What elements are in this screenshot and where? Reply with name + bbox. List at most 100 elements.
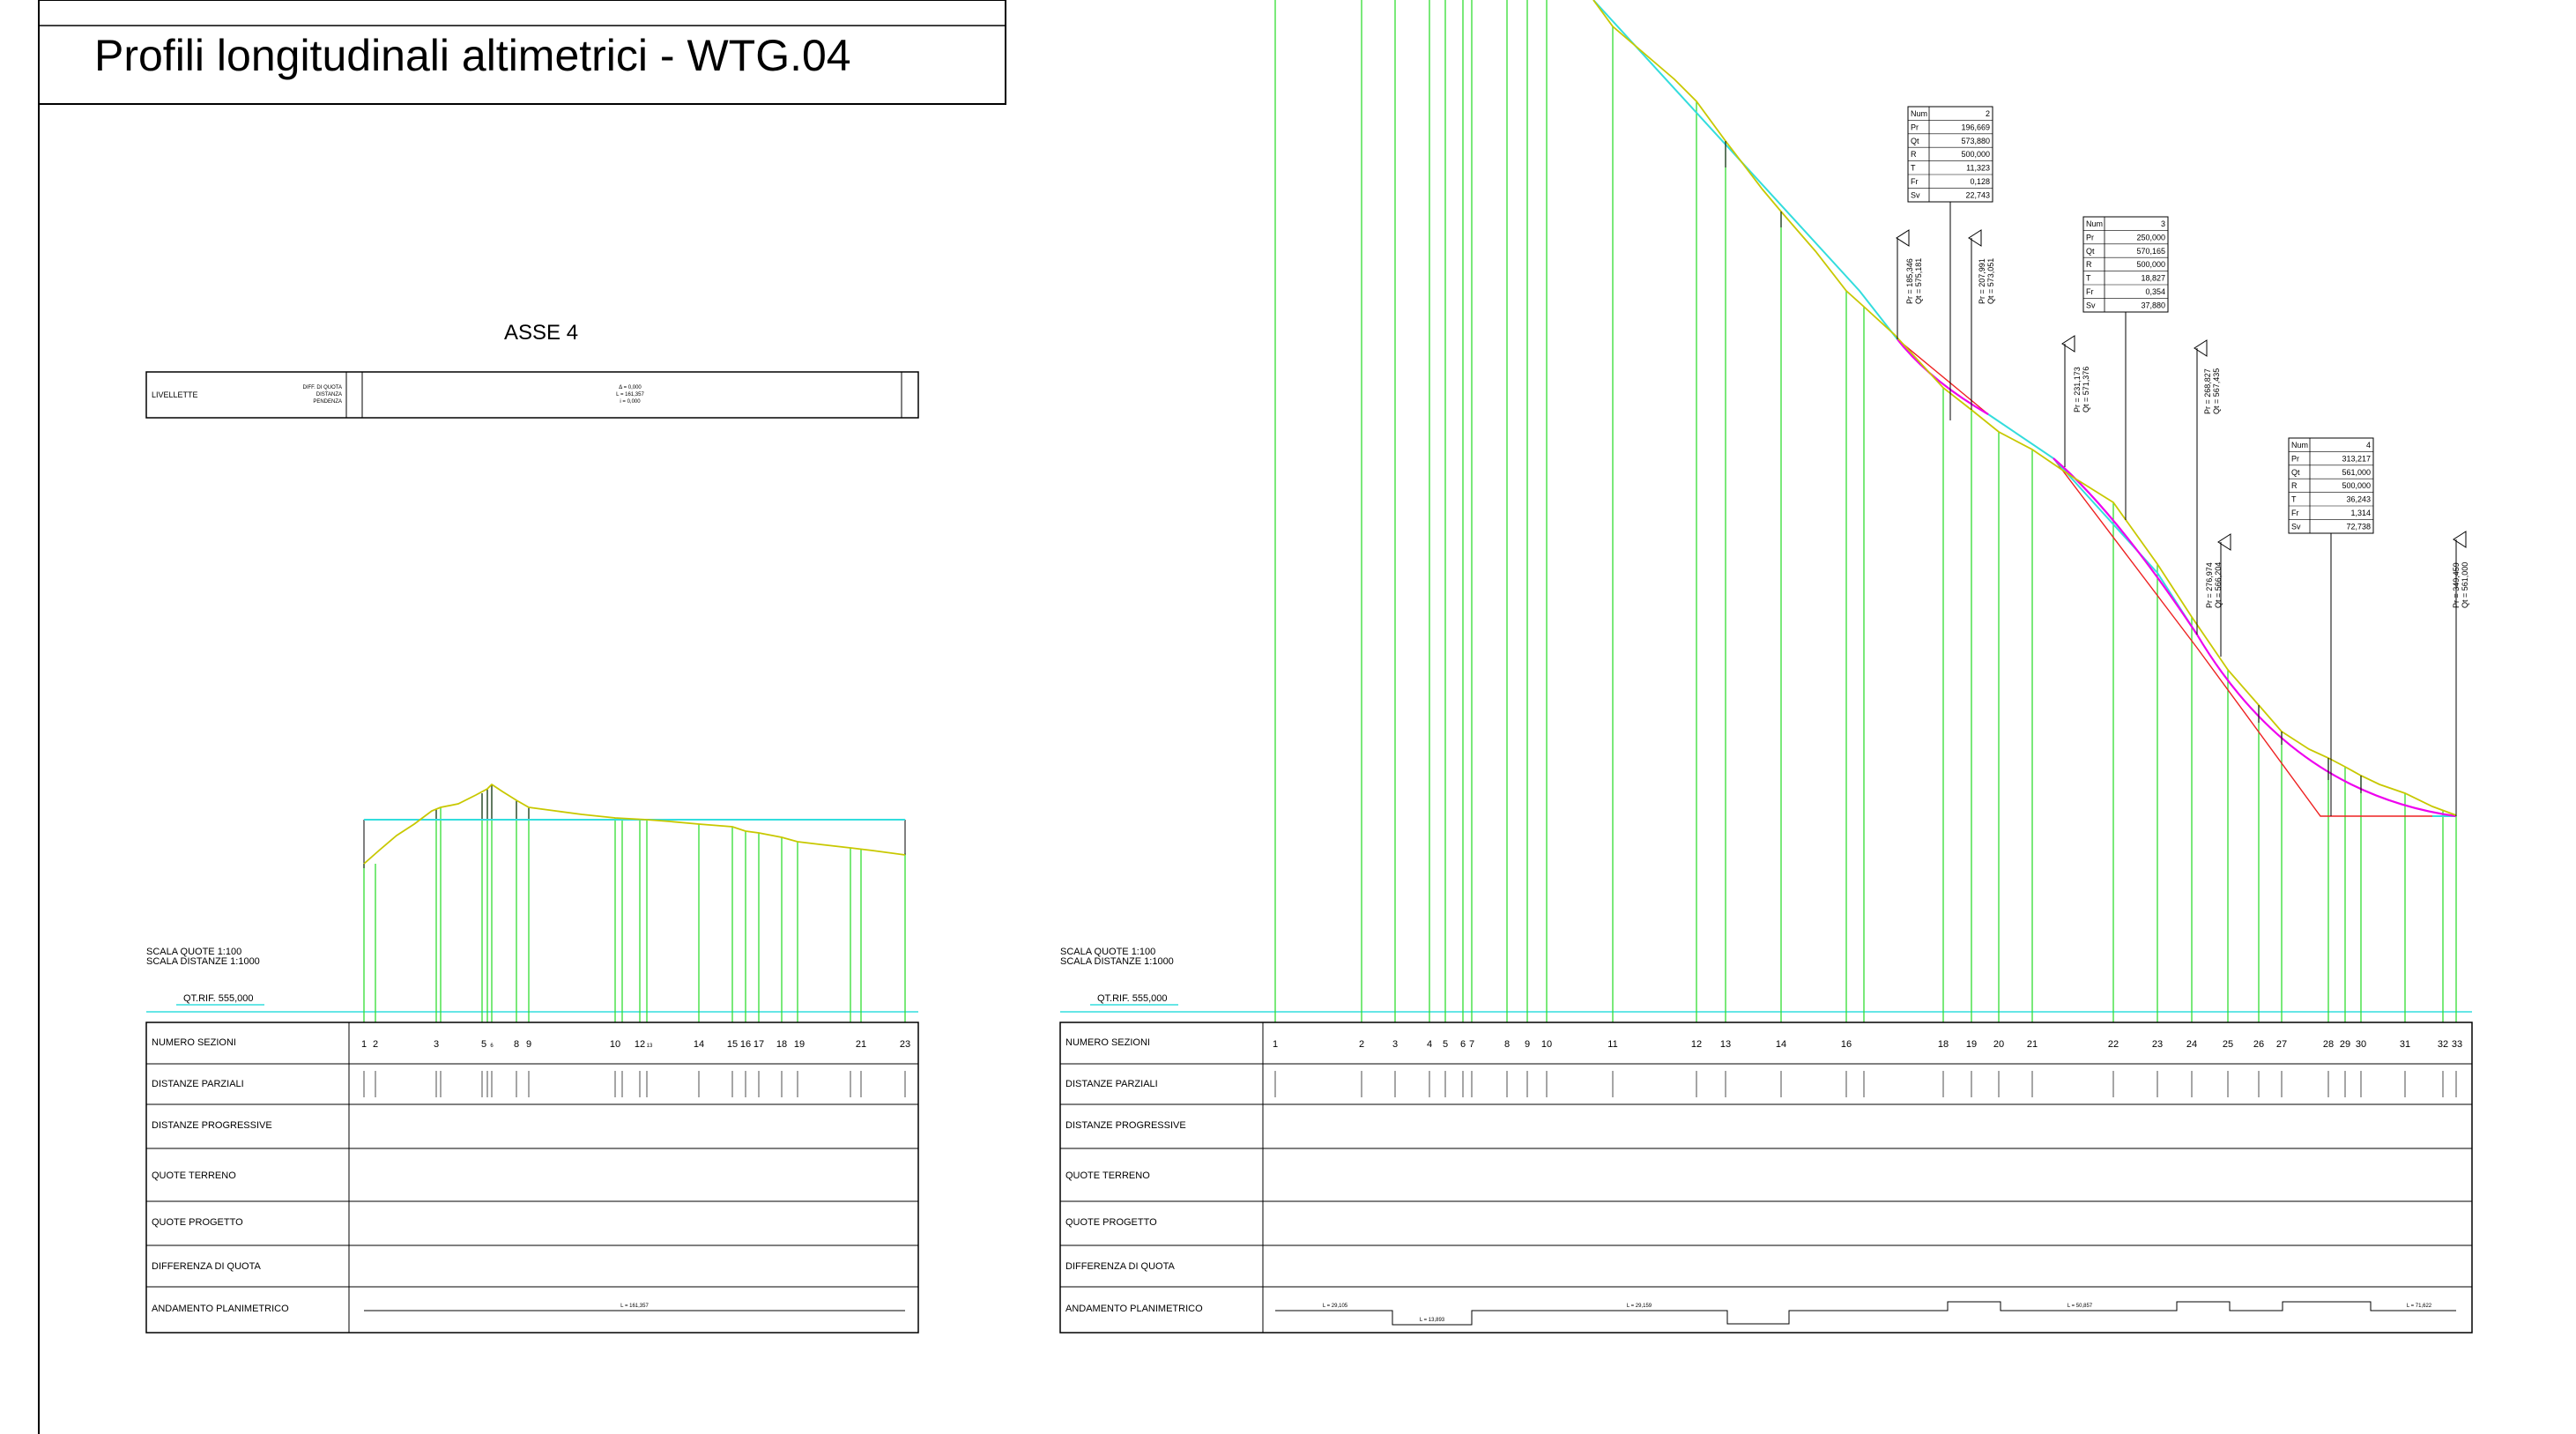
right-sec-10: 10 [1541,1039,1552,1050]
left-sec-13: 13 [647,1044,653,1049]
ct3-v3: 500,000 [2136,260,2165,269]
right-sec-8: 8 [1504,1039,1510,1050]
right-sec-25: 25 [2223,1039,2233,1050]
ct4-k6: Sv [2291,522,2301,531]
left-section-lines [363,784,906,1022]
left-livellette-sub-1: DISTANZA [316,392,342,398]
vertex-3-qt: Qt = 571,376 [2082,367,2090,412]
right-sec-3: 3 [1392,1039,1398,1050]
ct2-v5: 0,128 [1970,177,1990,186]
ct2-v4: 11,323 [1966,164,1990,173]
ct4-v0: 4 [2366,441,2371,450]
ct4-k5: Fr [2291,509,2299,517]
right-sec-27: 27 [2276,1039,2287,1050]
ct2-v6: 22,743 [1965,190,1990,199]
ct3-k1: Pr [2086,233,2094,241]
ct3-k0: Num [2086,219,2103,228]
right-planimetric-l-0: L = 29,105 [1323,1304,1348,1309]
ct4-k3: R [2291,481,2298,490]
vertex-2-pr: Pr = 207,991 [1978,258,1986,304]
vertex-4-pr: Pr = 268,827 [2203,368,2212,414]
right-planimetric-l-2: L = 29,159 [1627,1304,1652,1309]
right-vertical-curve-4 [2196,634,2457,818]
right-section-lines [1274,0,2457,1022]
curve-table-2: Num 2 Pr 196,669 Qt 573,880 R 500,000 T … [1907,106,1993,203]
ct3-k4: T [2086,274,2091,283]
left-table-ticks [363,1071,906,1097]
right-sec-12: 12 [1691,1039,1702,1050]
vertex-6-qt: Qt = 561,000 [2461,562,2469,608]
ct3-k3: R [2086,260,2092,269]
left-sec-23: 23 [900,1039,910,1050]
ct4-v4: 36,243 [2346,495,2371,504]
right-row-andamento-planimetrico: ANDAMENTO PLANIMETRICO [1065,1304,1203,1314]
left-sec-9: 9 [526,1039,531,1050]
right-sec-21: 21 [2027,1039,2038,1050]
right-sec-32: 32 [2438,1039,2448,1050]
right-section-numbers: 1 2 3 4 5 6 7 8 9 10 11 12 13 14 16 18 1… [1273,1039,2462,1050]
ct4-k4: T [2291,495,2297,504]
vertex-marker-5: Pr = 276,974 Qt = 566,204 [2205,533,2231,657]
right-sec-18: 18 [1938,1039,1949,1050]
right-sec-22: 22 [2108,1039,2119,1050]
ct3-v2: 570,165 [2136,247,2165,256]
vertex-5-qt: Qt = 566,204 [2214,562,2223,608]
left-scale-distanze: SCALA DISTANZE 1:1000 [146,956,260,967]
left-profile: ASSE 4 LIVELLETTE DIFF. DI QUOTA DISTANZ… [145,321,919,1022]
ct4-k0: Num [2291,441,2308,450]
curve-table-leaders [1949,202,2332,816]
right-tangent-lines [1897,338,2456,817]
right-sec-23: 23 [2152,1039,2163,1050]
right-sec-5: 5 [1443,1039,1448,1050]
right-sec-2: 2 [1359,1039,1364,1050]
left-row-andamento-planimetrico: ANDAMENTO PLANIMETRICO [152,1304,289,1314]
ct4-v3: 500,000 [2342,481,2371,490]
right-sec-6: 6 [1460,1039,1466,1050]
left-data-table: NUMERO SEZIONI DISTANZE PARZIALI DISTANZ… [145,1022,919,1334]
left-sec-8: 8 [514,1039,519,1050]
left-planimetric-l: L = 161,357 [620,1304,649,1309]
ct2-k3: R [1911,150,1917,159]
ct4-k2: Qt [2291,468,2300,477]
ct2-v0: 2 [1986,109,1990,118]
left-sec-18: 18 [776,1039,787,1050]
left-row-distanze-parziali: DISTANZE PARZIALI [152,1079,244,1089]
right-sec-26: 26 [2253,1039,2264,1050]
right-table-ticks [1274,1071,2457,1097]
ct3-v1: 250,000 [2136,233,2165,241]
vertex-3-pr: Pr = 231,173 [2073,367,2082,412]
left-sec-1: 1 [361,1039,367,1050]
vertex-1-qt: Qt = 575,181 [1914,258,1923,304]
ct3-v5: 0,354 [2145,287,2165,296]
left-section-numbers: 1 2 3 5 6 8 9 10 12 13 14 15 16 17 18 19… [361,1039,910,1050]
vertex-2-qt: Qt = 573,051 [1986,258,1995,304]
ct2-k5: Fr [1911,177,1919,186]
right-sec-28: 28 [2323,1039,2334,1050]
right-vertical-curve-3 [2053,457,2198,635]
drawing-title: Profili longitudinali altimetrici - WTG.… [94,31,851,80]
left-terrain-line [363,783,906,865]
ct4-v6: 72,738 [2346,522,2371,531]
left-qt-rif: QT.RIF. 555,000 [183,993,254,1004]
vertex-1-pr: Pr = 185,346 [1905,258,1914,304]
ct3-v0: 3 [2161,219,2165,228]
right-vertical-curve-2 [1897,338,1989,415]
right-planimetric-line [1275,1301,2456,1326]
vertex-marker-6: Pr = 349,459 Qt = 561,000 [2452,531,2469,816]
left-sec-14: 14 [694,1039,704,1050]
right-row-differenza-quota: DIFFERENZA DI QUOTA [1065,1261,1176,1272]
left-sec-3: 3 [434,1039,439,1050]
left-scale-quote: SCALA QUOTE 1:100 [146,947,241,957]
right-sec-14: 14 [1776,1039,1786,1050]
curve-table-4: Num 4 Pr 313,217 Qt 561,000 R 500,000 T … [2288,437,2374,534]
vertex-marker-2: Pr = 207,991 Qt = 573,051 [1968,229,1995,410]
ct2-k4: T [1911,164,1916,173]
ct4-v5: 1,314 [2350,509,2371,517]
right-sec-11: 11 [1607,1039,1617,1050]
right-sec-24: 24 [2186,1039,2197,1050]
right-row-quote-terreno: QUOTE TERRENO [1065,1170,1150,1181]
left-sec-21: 21 [856,1039,866,1050]
left-sec-17: 17 [753,1039,764,1050]
curve-table-3: Num 3 Pr 250,000 Qt 570,165 R 500,000 T … [2082,216,2169,313]
